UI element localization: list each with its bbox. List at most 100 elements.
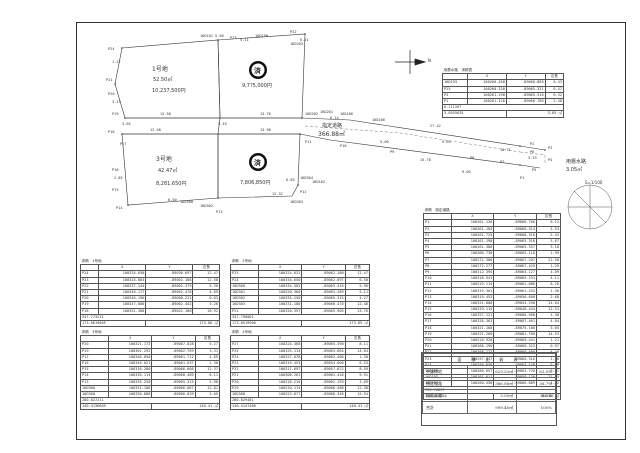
survey-point-label: P14 [116,206,123,210]
road-name: 指定道路 [322,123,343,129]
edge-length-label: 9.09 [380,140,389,144]
drain-name: 用悪水路 [566,159,587,165]
survey-point-label: 16D202 [305,112,318,116]
sold-stamp-lot2 [249,61,267,79]
survey-point-label: 16D106 [372,118,385,122]
survey-point-label: 16D186 [340,112,353,116]
table-title: 求積 指定道路 [424,208,450,213]
summary-label: 用悪水路 [421,389,469,402]
edge-length-label: 9.05 [442,140,451,144]
edge-length-label: 2.85 [114,176,123,180]
survey-point-label: P4 [548,158,553,162]
drain-area: 3.05㎡ [566,167,583,173]
edge-length-label: 12.32 [272,192,283,196]
summary-area: 999.46㎡ [467,401,518,414]
edge-length-label: 27.42 [430,124,441,128]
area-value: 173.8519900 [229,319,303,328]
summary-ratio: 0.3% [516,389,556,402]
area-rounded: 173.86 ㎡ [145,319,220,328]
lot2-price: 9,7?5,000円 [242,83,272,89]
survey-point-label: P6 [530,150,535,154]
road-edge-south [122,133,541,169]
edge-length-label: 8.14 [330,116,339,120]
area-value: 173.8619605 [79,319,147,328]
edge-length-label: 5.11 [240,38,249,42]
survey-point-label: P23 [230,36,237,40]
survey-point-label: 16D303 [290,200,303,204]
edge-length-label: 5.58 [215,34,224,38]
survey-point-label: P20 [108,92,115,96]
lot1-price: 10,237,500円 [152,88,186,94]
edge-length-label: 1.27 [112,60,121,64]
edge-length-label: 3.13 [112,100,121,104]
summary-title: 面 積 比 較 表 [422,353,556,366]
table-title: 求積 1号地 [81,259,102,264]
table-title: 求積 3号地 [81,330,102,335]
lot1-area: 52.50㎡ [153,77,173,83]
edge-length-label: 6.11 [300,38,309,42]
road-dashed-line [304,125,521,153]
edge-length-label: 15.78 [420,158,431,162]
survey-point-label: 16D182 [312,180,325,184]
edge-length-label: 5.49 [218,122,227,126]
edge-length-label: 13.98 [260,128,271,132]
drain-line [519,151,546,165]
survey-point-label: P15 [112,188,119,192]
scale-circle [567,184,613,230]
survey-point-label: P17 [120,142,127,146]
survey-point-label: P13 [216,210,223,214]
survey-point-label: P3 [548,146,553,150]
lot2-sold-mark: 済 [254,67,261,75]
summary-area: 3.05㎡ [467,389,518,402]
area-value: 140.4136605 [79,403,153,411]
survey-point-label: P21 [106,78,113,82]
survey-point-label: 16D201 [320,110,333,114]
survey-point-label: P24 [108,47,115,51]
edge-length-label: 13.76 [260,112,271,116]
survey-point-label: 16D300 [180,200,193,204]
table-title: 求積 4号地 [231,330,252,335]
summary-label: 分譲用地 [421,365,469,378]
survey-point-label: P1 [520,176,525,180]
lot3-price: 8,281,650円 [156,181,187,187]
survey-point-label: P9 [390,150,395,154]
area-rounded: 140.41 ㎡ [301,403,370,411]
area-rounded: 173.85 ㎡ [301,319,370,328]
lot-divider [217,117,221,135]
survey-point-label: P16 [112,168,119,172]
survey-point-label: P22 [290,30,297,34]
survey-point-label: 16D304 [300,176,313,180]
edge-length-label: 12.58 [150,128,161,132]
scale-label: S=1/100 [585,180,603,185]
survey-point-label: P7 [500,160,505,164]
area-value: 3.0555635 [442,110,507,118]
summary-area: 366.88㎡ [467,377,518,390]
summary-label: 指定道路 [421,377,469,390]
edge-length-label: 3.33 [528,156,537,160]
area-rounded: 3.05 ㎡ [505,110,565,118]
survey-point-label: P18 [108,130,115,134]
survey-point-label: 16D302 [200,204,213,208]
north-arrow-icon [395,50,427,74]
sold-stamp-lot4 [249,153,267,171]
survey-point-label: P11 [305,140,312,144]
survey-point-label: P5 [532,168,537,172]
survey-point-label: 16D203 [290,42,303,46]
area-rounded: 140.41 ㎡ [151,403,220,411]
